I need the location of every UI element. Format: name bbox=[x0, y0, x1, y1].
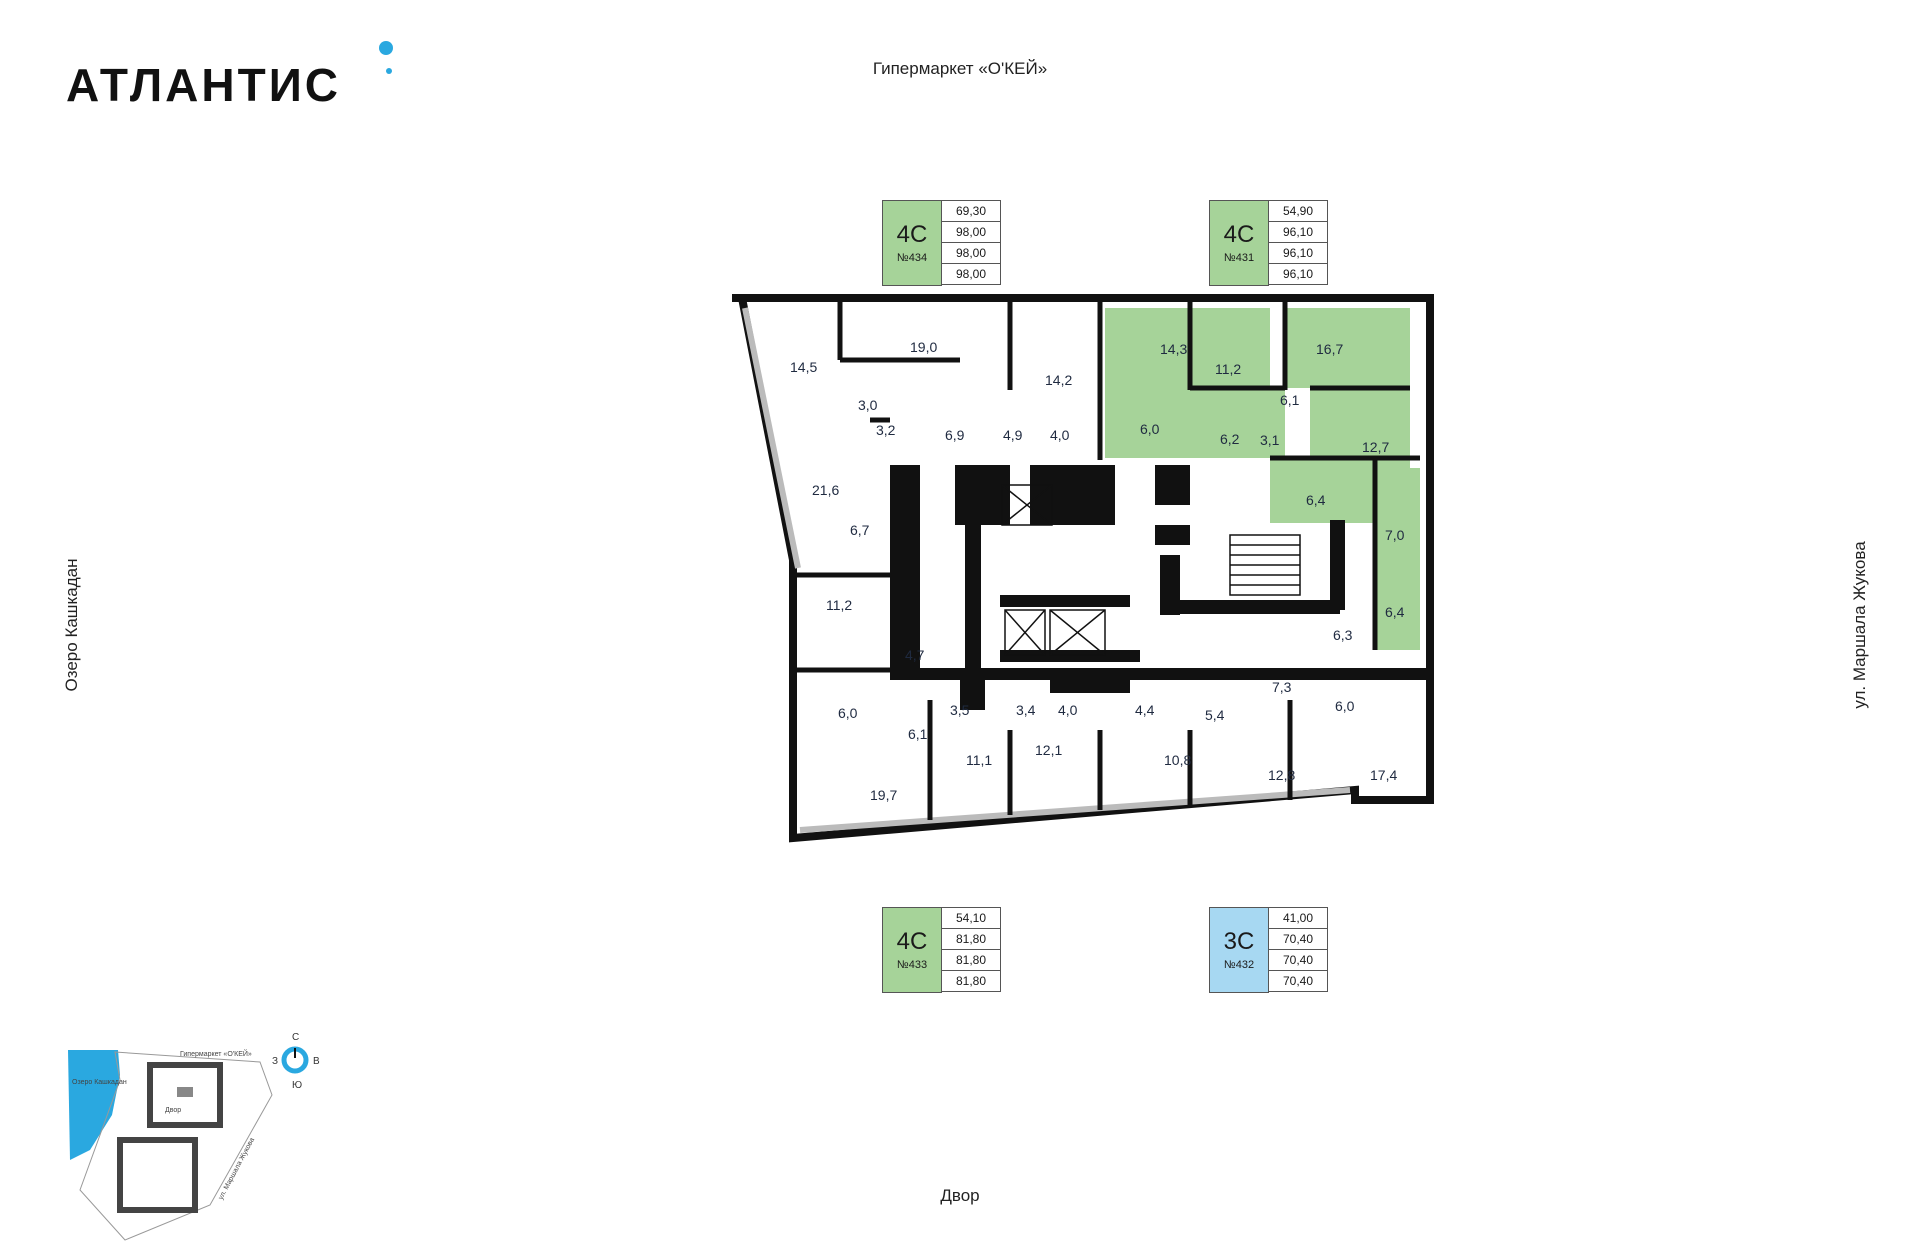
apartment-tag: 4С №433 bbox=[882, 907, 942, 993]
apartment-number: №433 bbox=[896, 959, 928, 971]
room-area-label: 4,7 bbox=[905, 647, 925, 663]
apartment-area: 98,00 bbox=[942, 243, 1001, 264]
apartment-area: 98,00 bbox=[942, 264, 1001, 285]
apartment-area: 70,40 bbox=[1269, 929, 1328, 950]
room-area-label: 11,2 bbox=[1215, 361, 1241, 377]
apartment-tag: 4С №431 bbox=[1209, 200, 1269, 286]
apartment-card-433[interactable]: 4С №433 54,10 81,80 81,80 81,80 bbox=[882, 907, 1001, 993]
apartment-area: 41,00 bbox=[1269, 907, 1328, 929]
orientation-top-label: Гипермаркет «О'КЕЙ» bbox=[872, 59, 1048, 78]
room-area-label: 12,8 bbox=[1268, 767, 1295, 783]
room-area-label: 19,7 bbox=[870, 787, 897, 803]
room-area-label: 6,2 bbox=[1220, 431, 1240, 447]
room-area-label: 6,1 bbox=[908, 726, 928, 742]
room-area-label: 6,3 bbox=[1333, 627, 1353, 643]
room-area-label: 11,2 bbox=[826, 597, 852, 613]
apartment-area: 81,80 bbox=[942, 971, 1001, 992]
room-area-label: 3,0 bbox=[858, 397, 878, 413]
minimap-shop-label: Гипермаркет «О'КЕЙ» bbox=[180, 1049, 252, 1058]
apartment-number: №432 bbox=[1223, 959, 1255, 971]
room-area-label: 21,6 bbox=[812, 482, 839, 498]
apartment-card-432[interactable]: 3С №432 41,00 70,40 70,40 70,40 bbox=[1209, 907, 1328, 993]
apartment-tag: 4С №434 bbox=[882, 200, 942, 286]
room-area-label: 19,0 bbox=[910, 339, 937, 355]
apartment-type: 3С bbox=[1223, 928, 1255, 955]
room-area-label: 4,0 bbox=[1058, 702, 1078, 718]
room-area-label: 6,7 bbox=[850, 522, 870, 538]
room-area-label: 11,1 bbox=[966, 752, 992, 768]
room-area-label: 12,1 bbox=[1035, 742, 1062, 758]
apartment-card-431[interactable]: 4С №431 54,90 96,10 96,10 96,10 bbox=[1209, 200, 1328, 286]
elevator-shafts bbox=[1001, 484, 1106, 656]
brand-logo: АТЛАНТИС bbox=[66, 59, 341, 111]
apartment-area: 70,40 bbox=[1269, 971, 1328, 992]
logo-accent-dot-small bbox=[386, 68, 392, 74]
apartment-area: 96,10 bbox=[1269, 264, 1328, 285]
room-area-label: 3,1 bbox=[1260, 432, 1280, 448]
apartment-type: 4С bbox=[896, 221, 928, 248]
room-area-label: 6,0 bbox=[838, 705, 858, 721]
compass-south: Ю bbox=[292, 1080, 302, 1091]
apartment-area: 70,40 bbox=[1269, 950, 1328, 971]
apartment-area: 54,90 bbox=[1269, 200, 1328, 222]
room-area-label: 6,1 bbox=[1280, 392, 1300, 408]
room-area-label: 14,5 bbox=[790, 359, 817, 375]
apartment-area: 96,10 bbox=[1269, 222, 1328, 243]
room-area-label: 17,4 bbox=[1370, 767, 1397, 783]
room-area-label: 6,4 bbox=[1385, 604, 1405, 620]
logo-accent-dot bbox=[379, 41, 393, 55]
minimap-yard-label: Двор bbox=[165, 1107, 181, 1114]
core-walls bbox=[890, 465, 1430, 710]
windows-west bbox=[742, 307, 801, 569]
room-area-label: 7,0 bbox=[1385, 527, 1405, 543]
apartment-card-434[interactable]: 4С №434 69,30 98,00 98,00 98,00 bbox=[882, 200, 1001, 286]
compass-icon: С Ю З В bbox=[272, 1032, 320, 1091]
room-area-label: 3,2 bbox=[876, 422, 896, 438]
room-area-label: 5,4 bbox=[1205, 707, 1225, 723]
room-area-label: 6,4 bbox=[1306, 492, 1326, 508]
apartment-number: №431 bbox=[1223, 252, 1255, 264]
room-area-label: 4,4 bbox=[1135, 702, 1155, 718]
apartment-tag: 3С №432 bbox=[1209, 907, 1269, 993]
room-area-label: 6,0 bbox=[1335, 698, 1355, 714]
apartment-area: 96,10 bbox=[1269, 243, 1328, 264]
apartment-type: 4С bbox=[896, 928, 928, 955]
compass-west: З bbox=[272, 1056, 278, 1067]
room-area-label: 7,3 bbox=[1272, 679, 1292, 695]
room-area-label: 6,9 bbox=[945, 427, 965, 443]
apartment-type: 4С bbox=[1223, 221, 1255, 248]
interior-walls bbox=[793, 298, 1420, 820]
apartment-area: 69,30 bbox=[942, 200, 1001, 222]
orientation-bottom-label: Двор bbox=[940, 1186, 980, 1205]
room-area-label: 4,0 bbox=[1050, 427, 1070, 443]
site-minimap: Озеро Кашкадан Гипермаркет «О'КЕЙ» Двор … bbox=[68, 1049, 273, 1241]
apartment-area: 98,00 bbox=[942, 222, 1001, 243]
minimap-lake-label: Озеро Кашкадан bbox=[72, 1079, 127, 1086]
apartment-area: 54,10 bbox=[942, 907, 1001, 929]
room-area-label: 4,9 bbox=[1003, 427, 1023, 443]
compass-north: С bbox=[292, 1032, 299, 1043]
room-area-label: 10,8 bbox=[1164, 752, 1191, 768]
stairwell bbox=[1229, 534, 1301, 596]
room-area-label: 3,5 bbox=[950, 702, 970, 718]
room-area-label: 6,0 bbox=[1140, 421, 1160, 437]
apartment-area: 81,80 bbox=[942, 929, 1001, 950]
apartment-number: №434 bbox=[896, 252, 928, 264]
apartment-area: 81,80 bbox=[942, 950, 1001, 971]
room-area-label: 3,4 bbox=[1016, 702, 1036, 718]
room-area-label: 14,2 bbox=[1045, 372, 1072, 388]
compass-east: В bbox=[313, 1056, 320, 1067]
apartment-431-highlight[interactable] bbox=[1105, 308, 1420, 650]
minimap-street-label: ул. Маршала Жукова bbox=[218, 1137, 257, 1201]
windows-south bbox=[799, 787, 1351, 833]
room-area-label: 12,7 bbox=[1362, 439, 1389, 455]
room-area-label: 14,3 bbox=[1160, 341, 1187, 357]
room-area-label: 16,7 bbox=[1316, 341, 1343, 357]
